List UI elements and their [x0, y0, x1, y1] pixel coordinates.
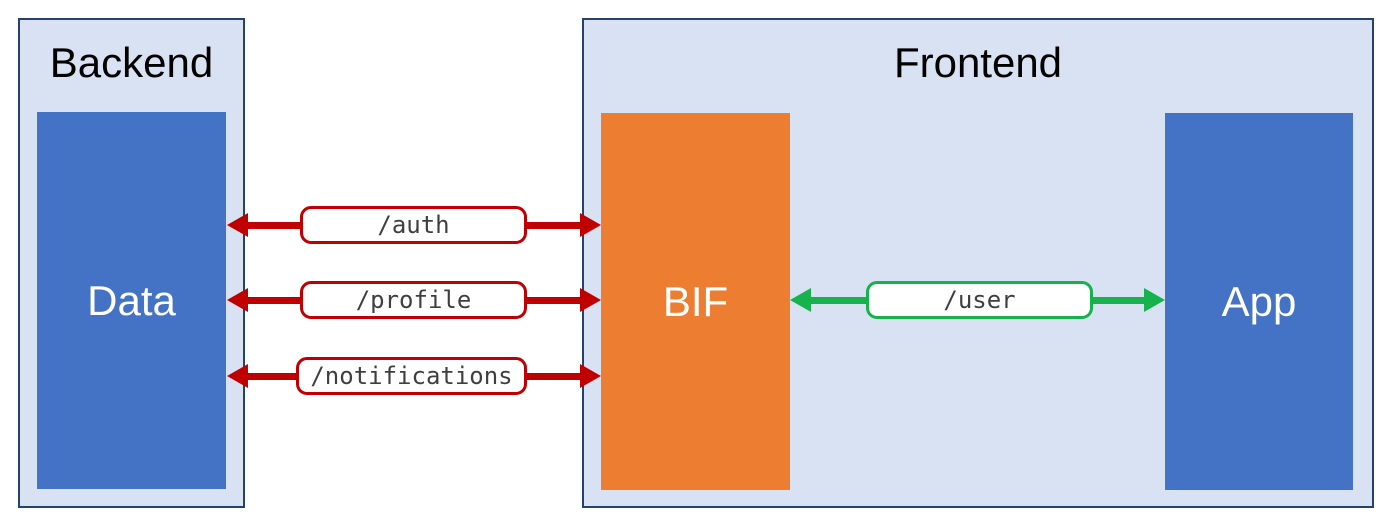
- notifications-arrowhead-right-icon: [580, 364, 601, 388]
- data-node: Data: [37, 112, 226, 489]
- profile-connection-label-text: /profile: [355, 286, 472, 314]
- auth-arrowhead-right-icon: [580, 213, 601, 237]
- profile-arrowhead-left-icon: [227, 288, 248, 312]
- auth-connection-label: /auth: [300, 206, 527, 244]
- backend-group-title: Backend: [49, 39, 214, 86]
- notifications-connection-label-text: /notifications: [310, 362, 513, 390]
- frontend-group-title: Frontend: [893, 39, 1063, 86]
- notifications-arrowhead-left-icon: [227, 364, 248, 388]
- user-arrowhead-left-icon: [790, 288, 811, 312]
- auth-arrowhead-left-icon: [227, 213, 248, 237]
- bif-node: BIF: [601, 113, 790, 490]
- profile-connection-label: /profile: [300, 281, 527, 319]
- profile-arrowhead-right-icon: [580, 288, 601, 312]
- notifications-connection-label: /notifications: [296, 357, 527, 395]
- user-arrowhead-right-icon: [1144, 288, 1165, 312]
- data-node-label: Data: [87, 276, 176, 324]
- app-node-label: App: [1221, 277, 1297, 325]
- user-connection-label-text: /user: [943, 286, 1016, 314]
- bif-node-label: BIF: [662, 277, 729, 325]
- app-node: App: [1165, 113, 1353, 490]
- user-connection-label: /user: [866, 281, 1093, 319]
- auth-connection-label-text: /auth: [377, 211, 450, 239]
